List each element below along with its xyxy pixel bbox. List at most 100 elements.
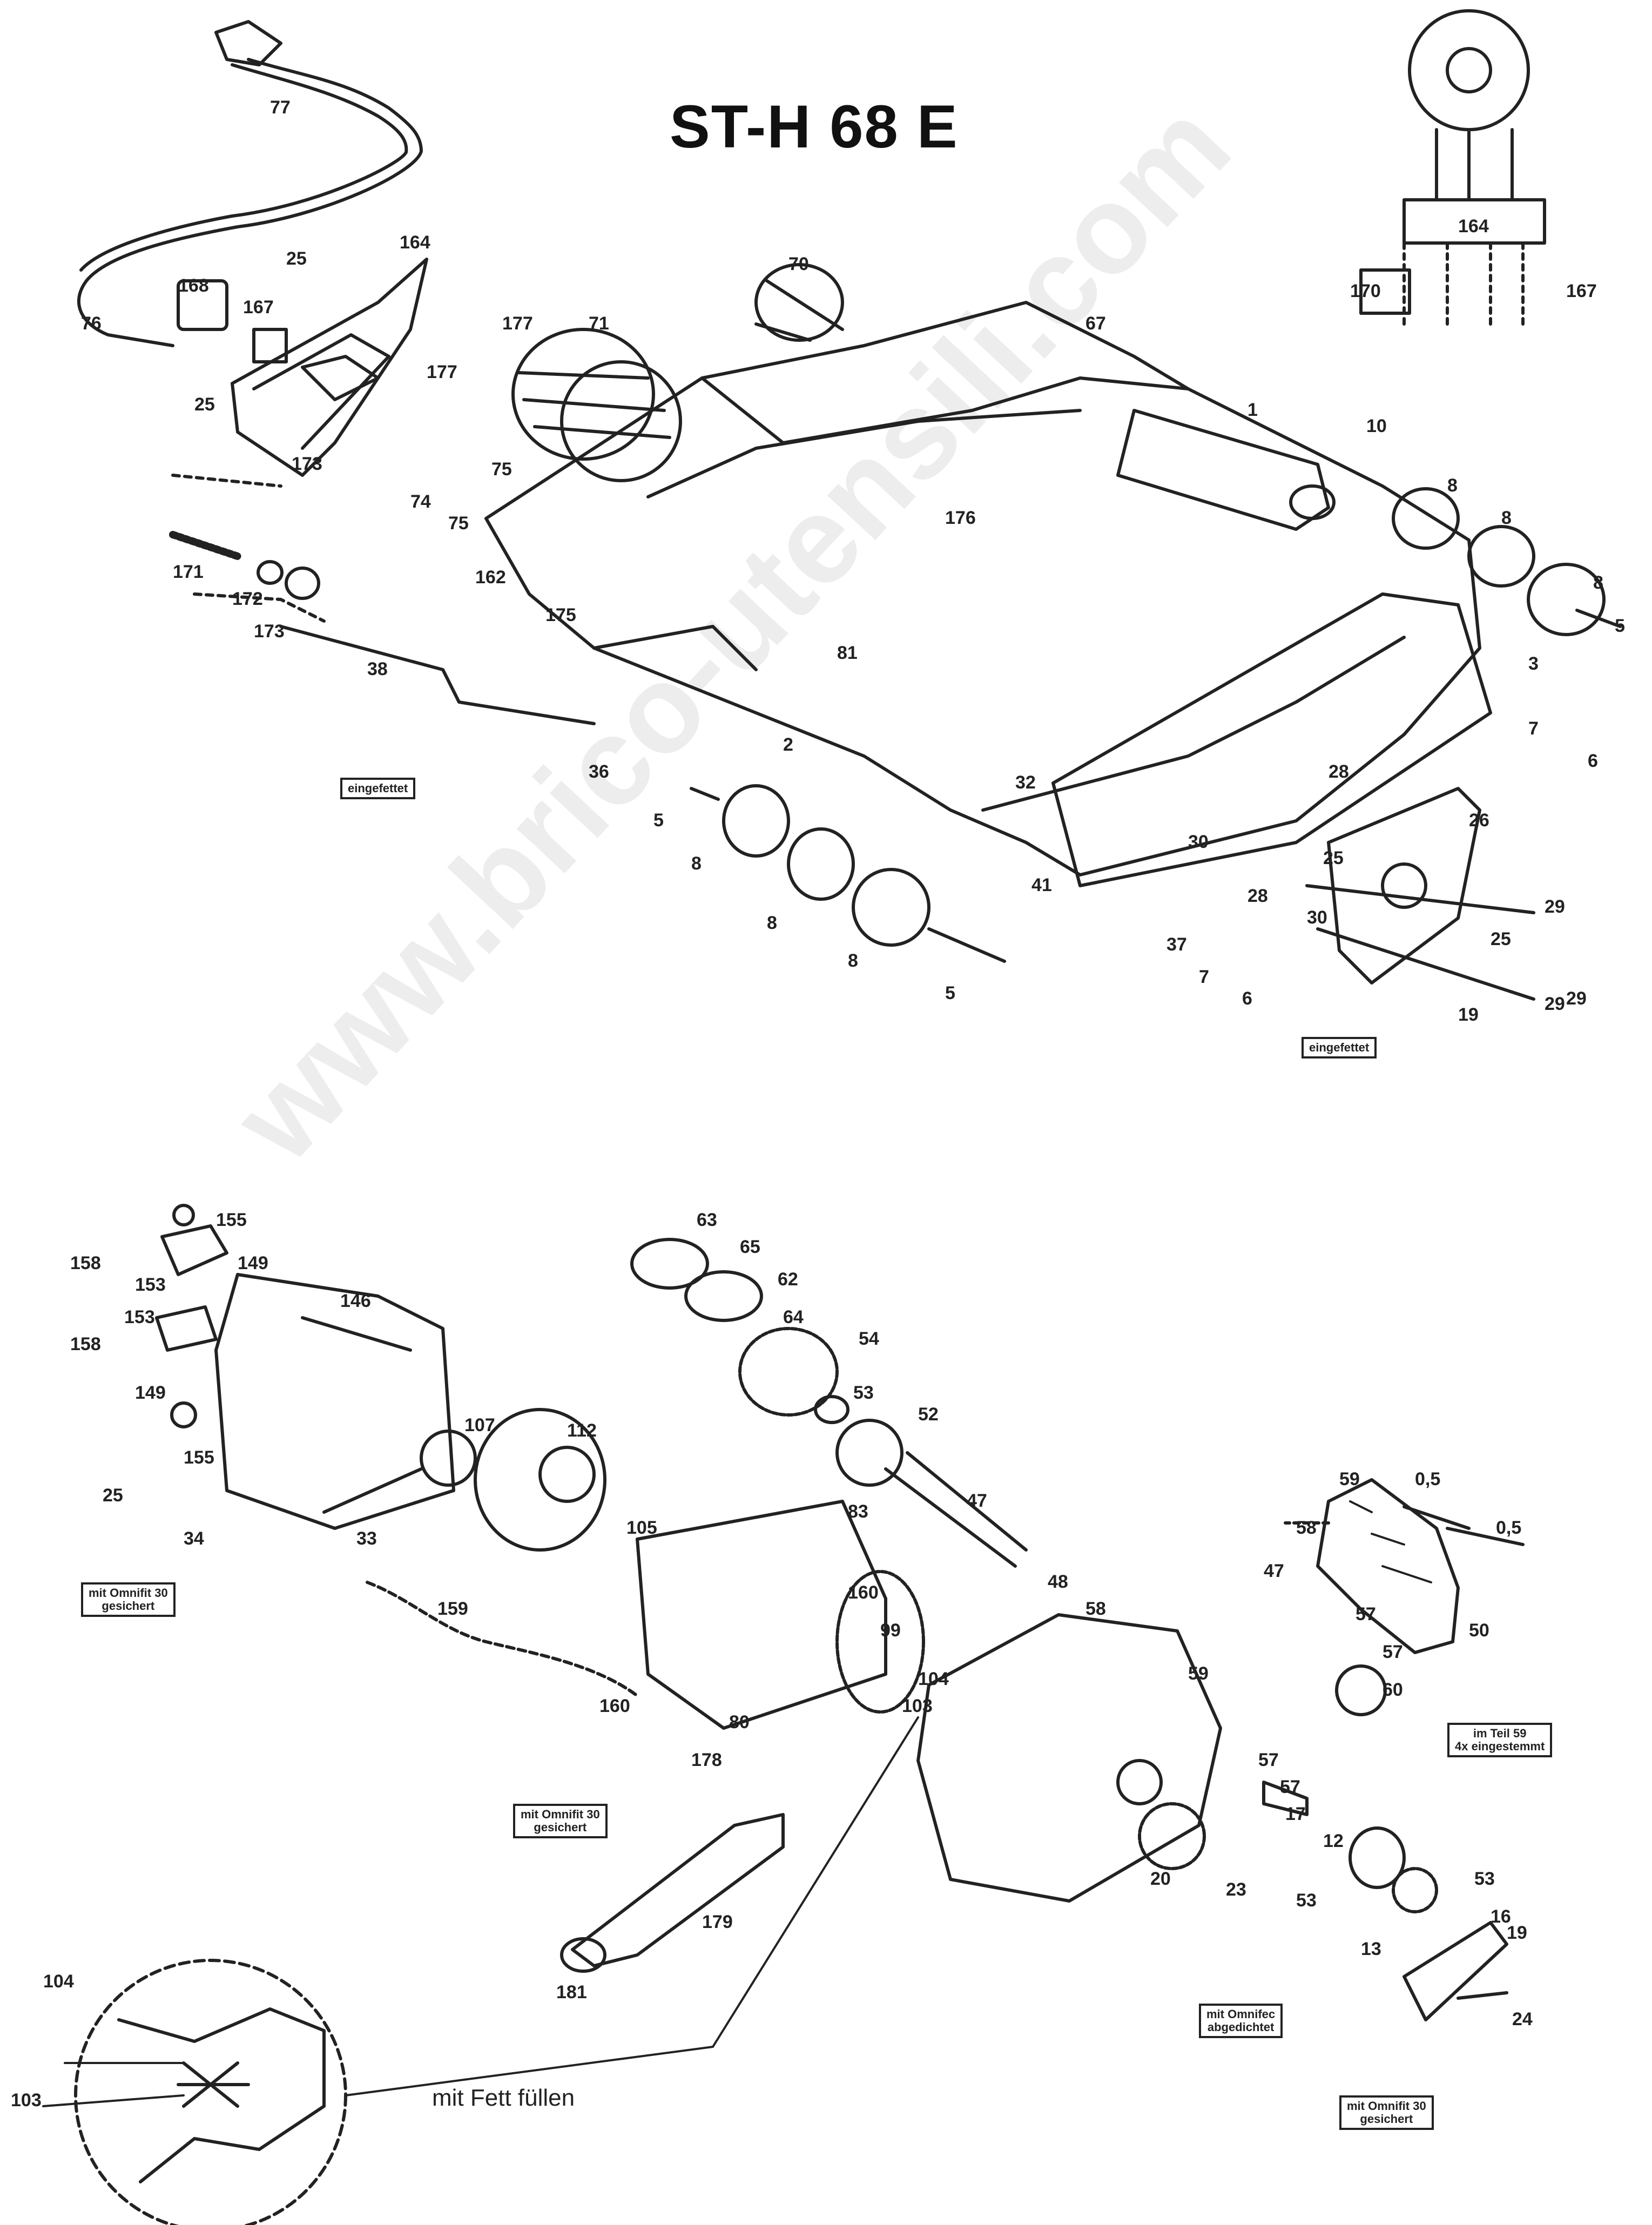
part-label: 159 <box>437 1599 468 1619</box>
part-label: 107 <box>464 1415 495 1435</box>
part-label: 8 <box>1501 508 1512 528</box>
part-label: 83 <box>848 1501 868 1522</box>
brush-holders <box>155 1204 228 1428</box>
cylinder-71 <box>511 328 682 482</box>
part-label: 162 <box>475 567 506 588</box>
part-label: 5 <box>1615 616 1625 636</box>
part-label: 28 <box>1248 886 1268 906</box>
part-label: 30 <box>1307 907 1327 928</box>
part-label: 2 <box>783 734 793 755</box>
grease-wire <box>279 625 596 725</box>
part-label: 112 <box>567 1420 597 1441</box>
part-label: 177 <box>502 313 533 334</box>
part-label: 70 <box>788 254 809 274</box>
power-cord <box>77 20 423 347</box>
note-omnifit-178: mit Omnifit 30 gesichert <box>513 1804 608 1838</box>
part-label: 59 <box>1188 1663 1209 1684</box>
part-label: 65 <box>740 1237 760 1257</box>
part-label: 60 <box>1383 1680 1403 1700</box>
part-label: 104 <box>918 1669 949 1689</box>
part-label: 25 <box>103 1485 123 1506</box>
part-label: 8 <box>848 950 858 971</box>
part-label: 25 <box>1491 929 1511 949</box>
part-label: 99 <box>880 1620 901 1641</box>
part-label: 13 <box>1361 1939 1381 1959</box>
part-label: 19 <box>1507 1923 1527 1943</box>
part-label: 3 <box>1528 653 1539 674</box>
part-label: 75 <box>491 459 512 480</box>
part-label: 8 <box>1593 572 1603 593</box>
part-label: 5 <box>945 983 955 1003</box>
part-label: 48 <box>1048 1572 1068 1592</box>
part-label: 57 <box>1258 1750 1279 1770</box>
part-label: 170 <box>1350 281 1381 301</box>
part-label: 58 <box>1085 1599 1106 1619</box>
part-label: 33 <box>356 1528 377 1549</box>
dimension-label: 0,5 <box>1415 1469 1441 1489</box>
part-label: 29 <box>1545 994 1565 1014</box>
part-label: 75 <box>448 513 469 534</box>
gearbox-59 <box>916 1613 1222 1903</box>
note-omnifit-24: mit Omnifit 30 gesichert <box>1339 2095 1434 2130</box>
part-label: 177 <box>427 362 457 382</box>
part-label: 6 <box>1588 751 1598 771</box>
roller-70 <box>754 263 844 342</box>
note-mit-fett-fuellen: mit Fett füllen <box>432 2085 575 2111</box>
part-label: 62 <box>778 1269 798 1290</box>
rollers-right <box>1392 487 1622 636</box>
part-label: 26 <box>1469 810 1489 831</box>
part-label: 58 <box>1296 1518 1317 1538</box>
part-label: 146 <box>340 1291 371 1311</box>
part-label: 64 <box>783 1307 804 1327</box>
shaft-1 <box>1116 409 1336 531</box>
part-label: 178 <box>691 1750 722 1770</box>
circle-detail <box>42 1716 919 2225</box>
part-label: 47 <box>1264 1561 1284 1581</box>
part-label: 20 <box>1150 1869 1171 1889</box>
part-label: 176 <box>945 508 976 528</box>
part-label: 25 <box>1323 848 1344 868</box>
note-teil-59: im Teil 59 4x eingestemmt <box>1447 1723 1553 1757</box>
wire-159 <box>366 1581 639 1697</box>
part-label: 25 <box>286 248 307 269</box>
dimension-label: 0,5 <box>1496 1518 1522 1538</box>
part-label: 53 <box>853 1383 874 1403</box>
right-small-parts <box>1262 1664 1508 2021</box>
motor-146 <box>214 1273 455 1530</box>
part-label: 57 <box>1383 1642 1403 1662</box>
rollers-bottom <box>690 784 1006 963</box>
part-label: 173 <box>292 454 322 474</box>
bearing-cover-26 <box>1305 787 1535 1001</box>
part-label: 53 <box>1296 1890 1317 1911</box>
part-label: 23 <box>1226 1879 1246 1900</box>
stator-112 <box>420 1408 606 1552</box>
note-eingefettet-right: eingefettet <box>1302 1037 1377 1058</box>
switch-schematic <box>1359 9 1546 326</box>
note-omnifit-25: mit Omnifit 30 gesichert <box>81 1582 176 1617</box>
part-label: 54 <box>859 1329 879 1349</box>
part-label: 80 <box>729 1712 750 1732</box>
main-frame <box>484 301 1481 876</box>
part-label: 160 <box>599 1696 630 1716</box>
part-label: 76 <box>81 313 102 334</box>
side-plate-right <box>1051 592 1492 887</box>
part-label: 52 <box>918 1404 939 1425</box>
part-label: 164 <box>400 232 430 253</box>
part-label: 10 <box>1366 416 1387 436</box>
part-label: 12 <box>1323 1831 1344 1851</box>
part-label: 29 <box>1566 988 1587 1009</box>
diagram-title: ST-H 68 E <box>670 93 959 160</box>
part-label: 6 <box>1242 988 1252 1009</box>
note-omnifec: mit Omnifec abgedichtet <box>1199 2004 1283 2038</box>
note-eingefettet-left: eingefettet <box>340 778 416 799</box>
part-label: 173 <box>254 621 285 642</box>
part-label: 167 <box>243 297 274 318</box>
part-label: 153 <box>135 1275 166 1295</box>
switch-housing <box>177 258 428 477</box>
part-label: 77 <box>270 97 291 118</box>
part-label: 175 <box>545 605 576 625</box>
part-label: 7 <box>1199 967 1209 987</box>
part-label: 155 <box>216 1210 247 1230</box>
part-label: 160 <box>848 1582 879 1603</box>
part-label: 57 <box>1356 1604 1376 1624</box>
